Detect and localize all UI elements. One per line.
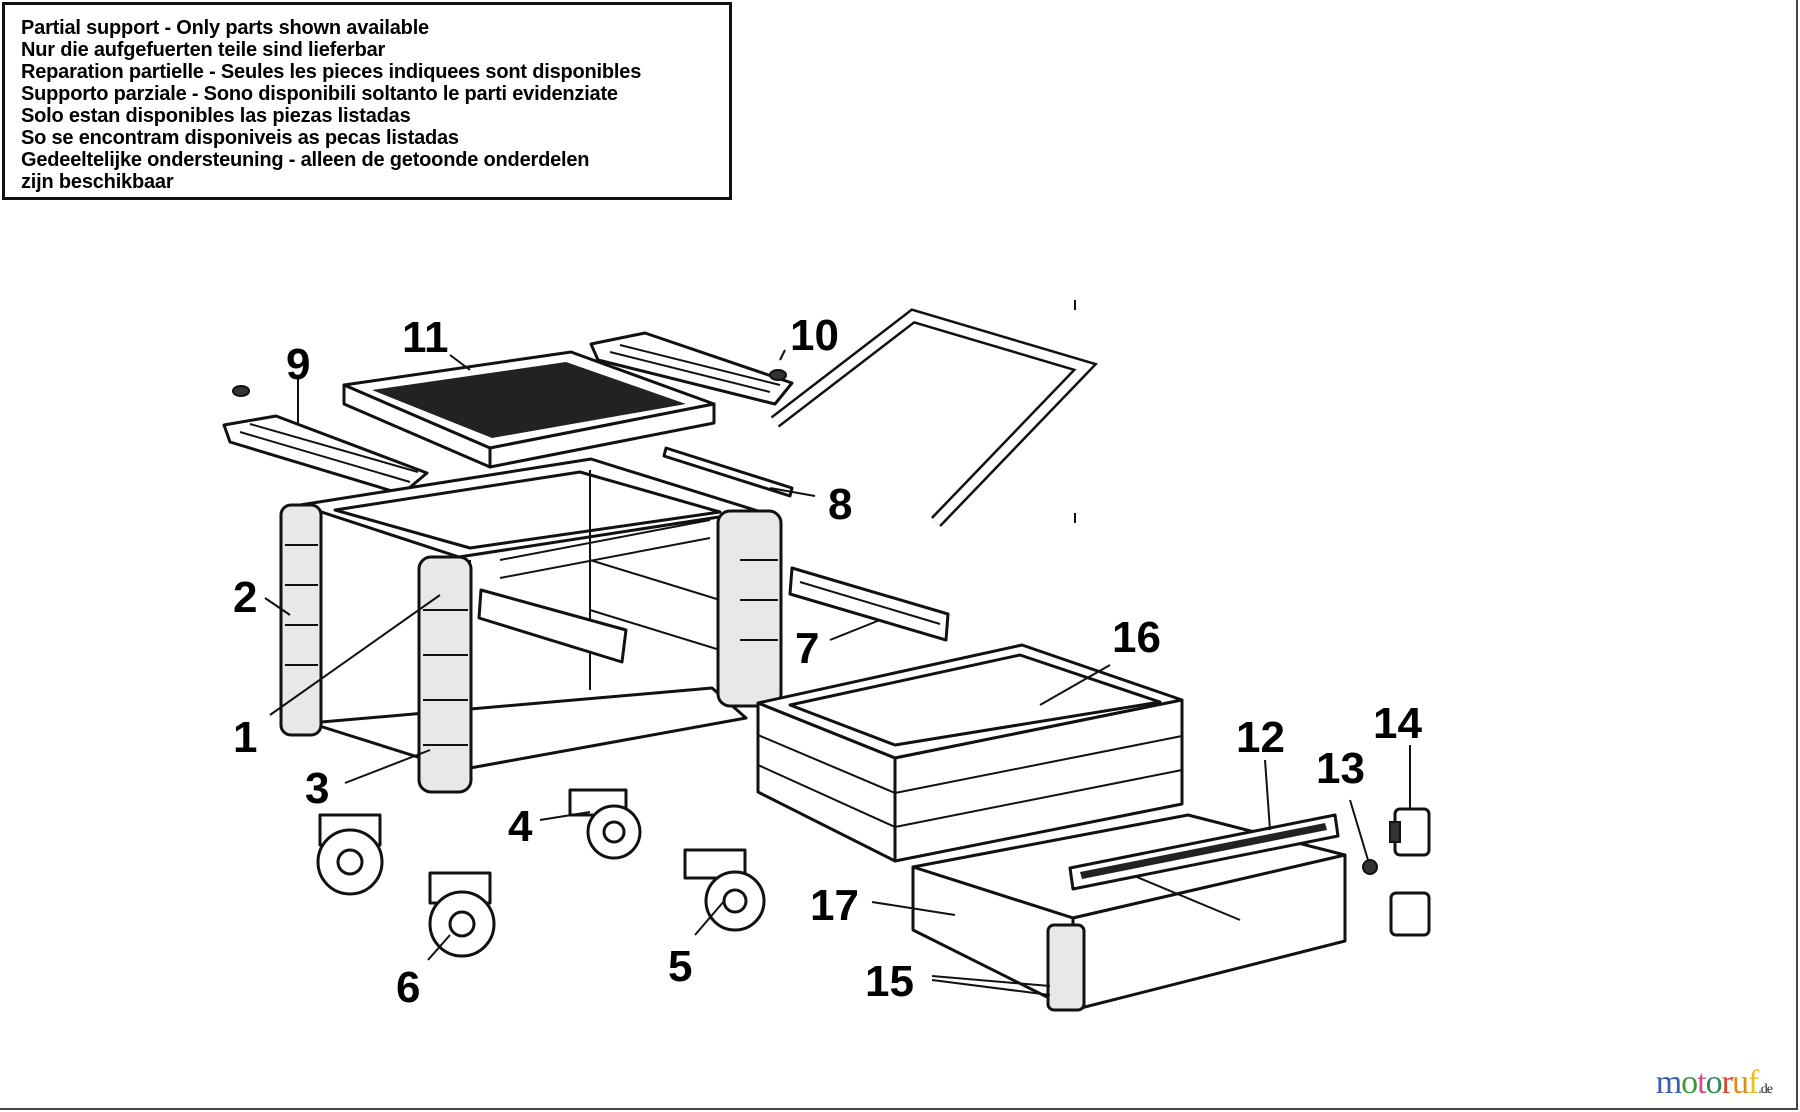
callout-13: 13 [1316, 744, 1365, 793]
callout-17: 17 [810, 881, 859, 930]
notice-line: Nur die aufgefuerten teile sind lieferba… [21, 39, 386, 61]
part-12-strip [1068, 813, 1340, 891]
part-16-drawer [756, 643, 1184, 863]
callout-8: 8 [828, 480, 852, 529]
part-9-handle [222, 385, 429, 496]
callout-4: 4 [508, 802, 533, 851]
callout-10: 10 [790, 311, 839, 360]
notice-line: So se encontram disponiveis as pecas lis… [21, 127, 459, 149]
part-11-tray [342, 350, 716, 469]
callout-15: 15 [865, 957, 914, 1006]
push-handle [770, 300, 1099, 527]
callout-14: 14 [1373, 699, 1422, 748]
notice-line: Gedeeltelijke ondersteuning - alleen de … [21, 149, 590, 171]
notice-line: Supporto parziale - Sono disponibili sol… [21, 83, 618, 105]
notice-line: Reparation partielle - Seules les pieces… [21, 61, 642, 83]
callout-7: 7 [795, 624, 819, 673]
leader-lines [264, 349, 1411, 996]
notice-line: Solo estan disponibles las piezas listad… [21, 105, 411, 127]
callout-1: 1 [233, 713, 257, 762]
part-14-latch [1389, 807, 1431, 937]
callout-16: 16 [1112, 613, 1161, 662]
availability-notice: Partial support - Only parts shown avail… [2, 2, 732, 200]
callout-2: 2 [233, 573, 257, 622]
part-13-screw [1362, 859, 1378, 875]
callout-3: 3 [305, 764, 329, 813]
notice-line: zijn beschikbaar [21, 171, 174, 193]
cabinet-frame [279, 457, 783, 794]
callout-labels: 1 2 3 4 5 6 7 8 9 10 11 12 13 14 15 16 1… [233, 311, 1422, 1012]
callout-12: 12 [1236, 713, 1285, 762]
part-10-handle [589, 331, 794, 406]
callout-6: 6 [396, 963, 420, 1012]
callout-5: 5 [668, 942, 692, 991]
part-8-strip [662, 446, 794, 498]
callout-11: 11 [402, 313, 449, 362]
motoruf-logo: motoruf.de [1655, 1064, 1773, 1101]
callout-9: 9 [286, 340, 310, 389]
notice-line: Partial support - Only parts shown avail… [21, 17, 429, 39]
part-7-strip [788, 566, 950, 642]
